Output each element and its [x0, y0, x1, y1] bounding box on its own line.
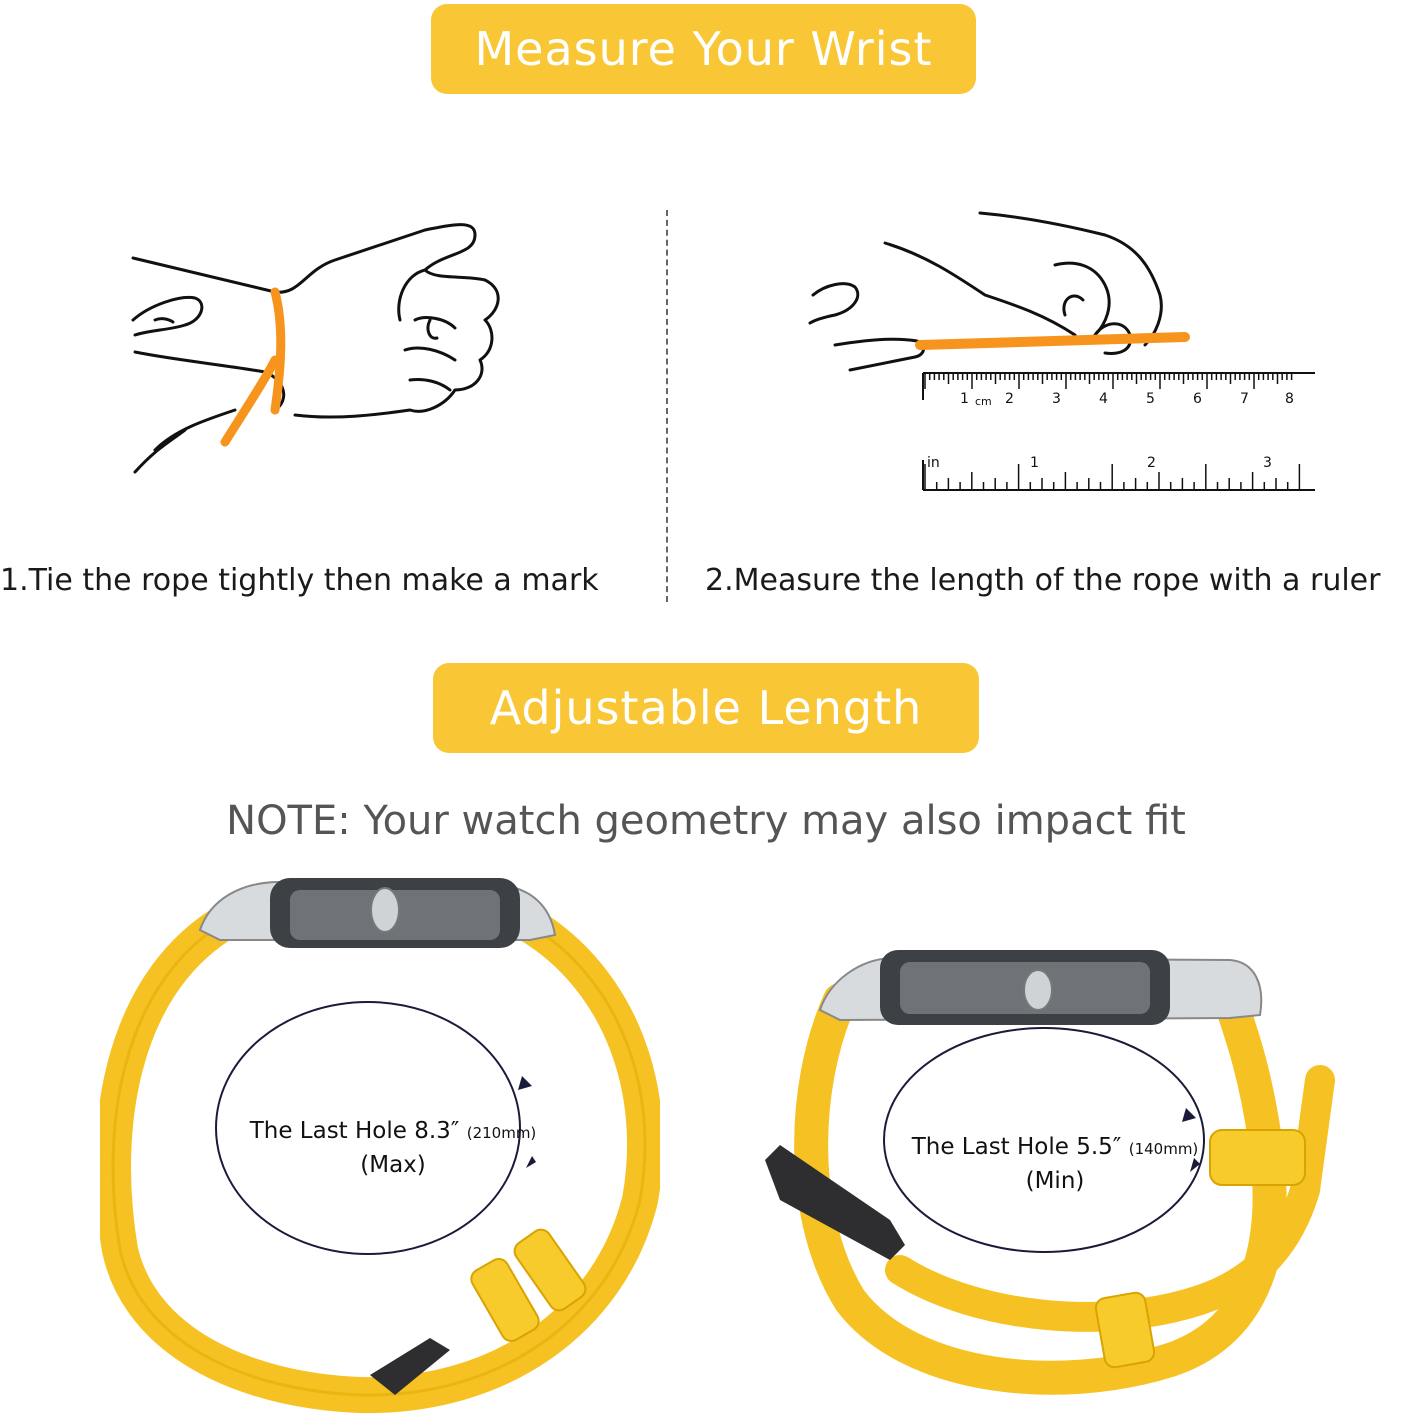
max-hole-length: The Last Hole 8.3″: [249, 1118, 460, 1144]
cm-unit-label: cm: [975, 395, 992, 408]
cm-tick-3: 3: [1052, 391, 1061, 407]
min-hole-mm: (140mm): [1128, 1140, 1199, 1158]
in-tick-1: 1: [1030, 455, 1039, 471]
max-hole-tag: (Max): [360, 1152, 426, 1178]
in-tick-2: 2: [1147, 455, 1156, 471]
min-hole-tag: (Min): [1025, 1168, 1085, 1194]
cm-tick-6: 6: [1193, 391, 1202, 407]
step-2-caption: 2.Measure the length of the rope with a …: [705, 563, 1381, 598]
section-divider: [666, 210, 668, 602]
in-unit-label: in: [927, 455, 940, 471]
cm-tick-5: 5: [1146, 391, 1155, 407]
cm-tick-1: 1: [960, 391, 969, 407]
measure-wrist-banner: Measure Your Wrist: [431, 4, 976, 94]
step-1-caption: 1.Tie the rope tightly then make a mark: [0, 563, 599, 598]
watch-min-photo: [765, 950, 1335, 1395]
cm-tick-7: 7: [1240, 391, 1249, 407]
adjustable-length-banner: Adjustable Length: [433, 663, 979, 753]
wrist-rope-illustration: [131, 223, 500, 474]
max-hole-mm: (210mm): [466, 1124, 537, 1142]
max-hole-label: The Last Hole 8.3″ (210mm) (Max): [238, 1115, 548, 1181]
in-tick-3: 3: [1263, 455, 1272, 471]
min-hole-label: The Last Hole 5.5″ (140mm) (Min): [900, 1131, 1210, 1197]
cm-tick-8: 8: [1285, 391, 1294, 407]
watch-max-photo: [100, 878, 660, 1414]
cm-tick-2: 2: [1005, 391, 1014, 407]
min-hole-length: The Last Hole 5.5″: [911, 1134, 1122, 1160]
fit-note: NOTE: Your watch geometry may also impac…: [226, 798, 1186, 844]
cm-tick-4: 4: [1099, 391, 1108, 407]
ruler-measure-illustration: 1 cm 2 3 4 5 6 7 8 in 1 2 3: [808, 211, 1315, 491]
